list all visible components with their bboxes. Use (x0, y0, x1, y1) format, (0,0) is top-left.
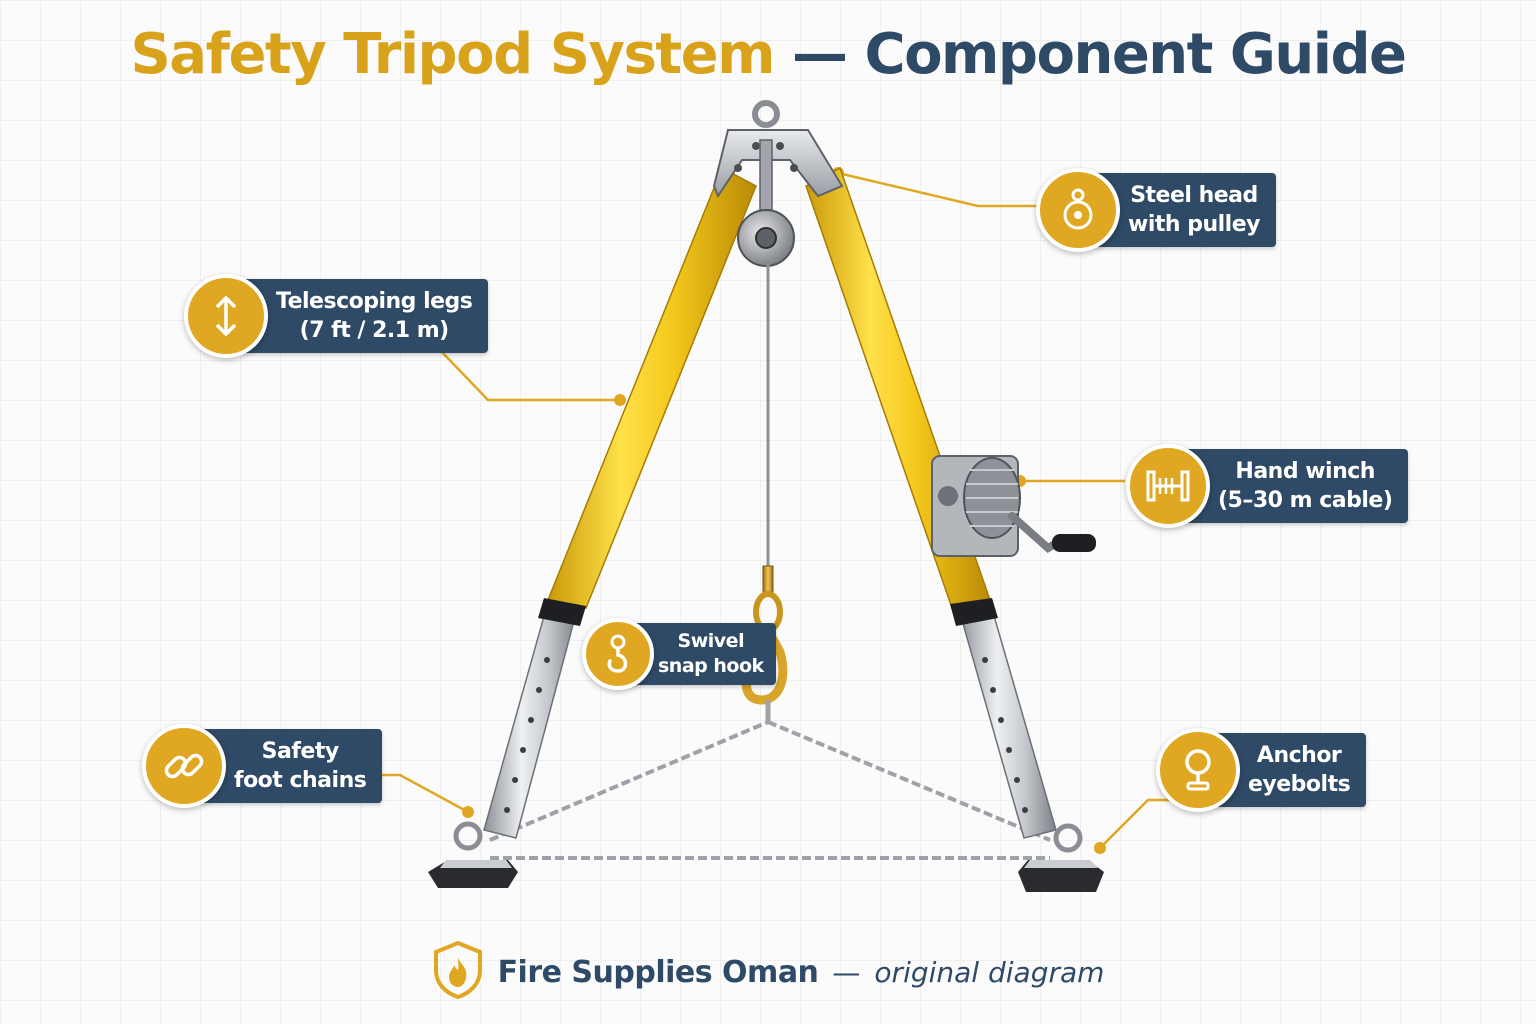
flame-shield-icon (432, 940, 484, 1004)
footer-note: original diagram (874, 956, 1104, 989)
leader-steel-head (838, 173, 1040, 206)
hand-winch (932, 456, 1096, 556)
callout-anchor-eyebolts: Anchor eyebolts (1156, 728, 1366, 812)
foot-chains (490, 722, 1050, 858)
callout-hand-winch-label: Hand winch (5–30 m cable) (1184, 449, 1408, 523)
callout-steel-head: Steel head with pulley (1036, 168, 1276, 252)
callout-foot-chains: Safety foot chains (142, 724, 382, 808)
callout-foot-chains-label: Safety foot chains (200, 729, 382, 803)
winch-drum-icon (1126, 444, 1210, 528)
callout-steel-head-label: Steel head with pulley (1094, 173, 1276, 247)
callout-telescoping-legs: Telescoping legs (7 ft / 2.1 m) (184, 274, 488, 358)
pulley-icon (1036, 168, 1120, 252)
callout-hand-winch: Hand winch (5–30 m cable) (1126, 444, 1408, 528)
eyebolt-icon (1156, 728, 1240, 812)
up-down-arrow-icon (184, 274, 268, 358)
chain-link-icon (142, 724, 226, 808)
footer-brand: Fire Supplies Oman (498, 955, 819, 990)
footer-separator: — (832, 956, 860, 989)
hook-icon (582, 618, 654, 690)
callout-telescoping-legs-label: Telescoping legs (7 ft / 2.1 m) (242, 279, 488, 353)
footer: Fire Supplies Oman — original diagram (0, 940, 1536, 1004)
callout-swivel-hook: Swivel snap hook (582, 618, 776, 690)
pulley (738, 210, 794, 266)
